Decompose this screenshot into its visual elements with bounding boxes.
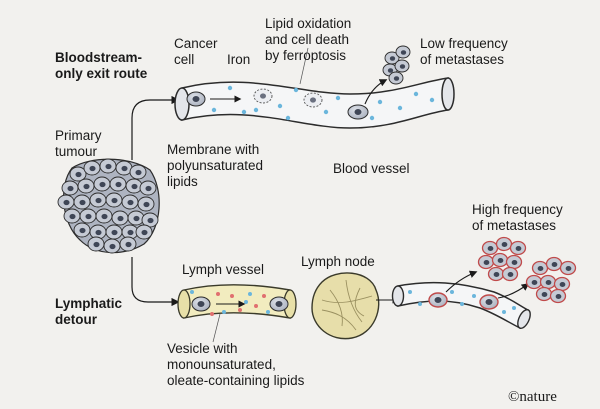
high-frequency-metastasis-cluster-2 bbox=[525, 256, 577, 304]
cell bbox=[139, 180, 157, 196]
cell bbox=[137, 196, 155, 212]
cell bbox=[105, 192, 123, 208]
cell bbox=[73, 194, 91, 210]
high-frequency-metastasis-cluster-1 bbox=[477, 236, 527, 282]
cell bbox=[487, 266, 505, 282]
primary-tumour-cluster bbox=[57, 158, 160, 254]
protected-cell-in-blood-2 bbox=[479, 294, 499, 310]
bloodstream-route-arrow bbox=[131, 95, 180, 160]
cell bbox=[119, 236, 137, 252]
cell bbox=[388, 71, 404, 85]
blood-vessel-lower bbox=[391, 281, 531, 330]
low-frequency-metastasis-cluster bbox=[382, 45, 411, 85]
lymph-node-label: Lymph node bbox=[301, 254, 375, 269]
protected-cancer-cell bbox=[269, 296, 289, 312]
high-frequency-label: High frequency of metastases bbox=[472, 202, 563, 233]
cell bbox=[505, 254, 523, 270]
cell bbox=[395, 45, 411, 59]
cell bbox=[545, 256, 563, 272]
cell bbox=[127, 210, 145, 226]
cell bbox=[105, 224, 123, 240]
cell bbox=[87, 236, 105, 252]
cell bbox=[89, 224, 107, 240]
cell bbox=[509, 240, 527, 256]
iron-label: Iron bbox=[227, 52, 251, 67]
cancer-cell-in-blood bbox=[186, 91, 206, 107]
cell bbox=[384, 51, 400, 65]
cell bbox=[491, 252, 509, 268]
cell bbox=[481, 240, 499, 256]
cell bbox=[477, 254, 495, 270]
lymphatic-route-arrow bbox=[131, 257, 180, 307]
cell bbox=[57, 194, 75, 210]
cell bbox=[63, 208, 81, 224]
cell bbox=[115, 160, 133, 176]
cell bbox=[525, 274, 543, 290]
cell bbox=[559, 260, 577, 276]
cell bbox=[109, 176, 127, 192]
exit-arrow-blood bbox=[364, 79, 388, 105]
exit-arrow-lower-2 bbox=[497, 283, 530, 299]
cell bbox=[125, 178, 143, 194]
surviving-cancer-cell bbox=[347, 104, 369, 120]
nature-logo: ©nature bbox=[508, 389, 557, 405]
iron-particles-upper bbox=[211, 85, 435, 121]
cell bbox=[83, 160, 101, 176]
ferroptotic-cell-2 bbox=[303, 92, 323, 108]
cell bbox=[535, 286, 553, 302]
cell bbox=[531, 260, 549, 276]
cell bbox=[73, 222, 91, 238]
cell bbox=[539, 274, 557, 290]
protected-cell-in-blood-1 bbox=[428, 292, 448, 308]
cell bbox=[111, 210, 129, 226]
lymph-node bbox=[311, 272, 380, 340]
cell bbox=[61, 180, 79, 196]
cell bbox=[135, 224, 153, 240]
membrane-label: Membrane with polyunsaturated lipids bbox=[167, 142, 264, 189]
cell bbox=[77, 178, 95, 194]
cancer-cell-in-lymph bbox=[191, 296, 211, 312]
blood-vessel-label: Blood vessel bbox=[333, 161, 410, 176]
lipid-oxidation-label: Lipid oxidation and cell death by ferrop… bbox=[265, 16, 352, 63]
cell bbox=[99, 158, 117, 174]
cell bbox=[501, 266, 519, 282]
cell bbox=[93, 176, 111, 192]
low-frequency-label: Low frequency of metastases bbox=[420, 36, 508, 67]
cell bbox=[553, 276, 571, 292]
cell bbox=[129, 164, 147, 180]
lymphatic-route-label: Lymphatic detour bbox=[55, 296, 123, 327]
vesicle-label: Vesicle with monounsaturated, oleate-con… bbox=[167, 341, 305, 388]
vesicle-particles bbox=[190, 290, 270, 316]
vesicle-pointer bbox=[212, 313, 221, 343]
cell bbox=[69, 166, 87, 182]
cell bbox=[495, 236, 513, 252]
cell bbox=[95, 208, 113, 224]
cell bbox=[89, 192, 107, 208]
cell bbox=[79, 208, 97, 224]
exit-arrow-lower-1 bbox=[445, 270, 478, 293]
iron-particles-lower bbox=[408, 290, 516, 314]
lymph-vessel-label: Lymph vessel bbox=[182, 262, 265, 277]
bloodstream-route-label: Bloodstream- only exit route bbox=[55, 50, 148, 81]
cancer-cell-label: Cancer cell bbox=[174, 36, 218, 67]
cell bbox=[121, 194, 139, 210]
cell bbox=[394, 59, 410, 73]
oxidation-pointer bbox=[299, 47, 309, 85]
cell bbox=[103, 238, 121, 254]
primary-tumour-label: Primary tumour bbox=[55, 128, 102, 159]
cell bbox=[549, 288, 567, 304]
lymph-vessel bbox=[177, 284, 297, 319]
ferroptotic-cell-1 bbox=[253, 88, 273, 104]
